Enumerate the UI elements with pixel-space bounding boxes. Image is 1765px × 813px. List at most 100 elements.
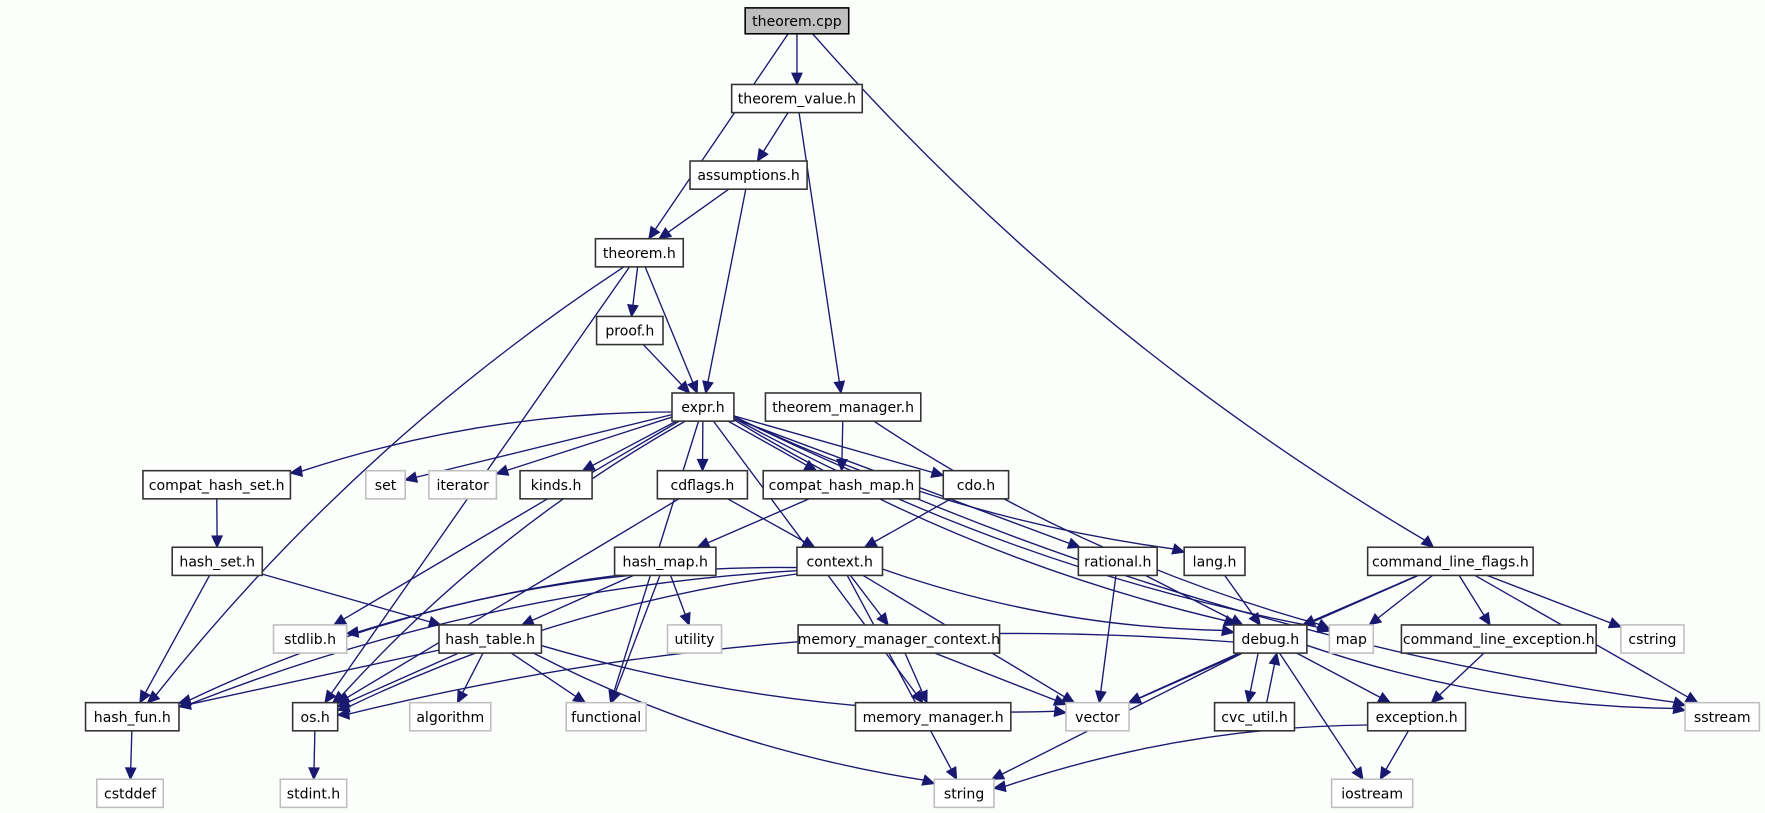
node-hash-table-h[interactable]: hash_table.h (438, 624, 543, 654)
arrowhead-icon (702, 380, 714, 395)
edge-expr_h-to-cdflags_h (696, 421, 709, 473)
node-compat-hash-set-h[interactable]: compat_hash_set.h (142, 469, 292, 500)
node-box (428, 469, 498, 500)
node-label: exception.h (1376, 710, 1458, 726)
node-theorem-value-h[interactable]: theorem_value.h (730, 83, 864, 114)
edge-line (462, 652, 484, 693)
node-debug-h[interactable]: debug.h (1232, 624, 1308, 654)
node-label: iterator (436, 478, 489, 494)
node-proof-h[interactable]: proof.h (595, 315, 664, 346)
arrowhead-icon (990, 768, 1006, 780)
node-box (291, 701, 339, 732)
arrowhead-icon (1052, 694, 1068, 706)
arrowhead-icon (801, 536, 816, 548)
arrowhead-icon (495, 464, 510, 476)
edge-line (873, 420, 1320, 625)
node-hash-map-h[interactable]: hash_map.h (613, 546, 717, 577)
edge-theorem_cpp-to-theorem_h (648, 33, 789, 240)
edge-cdo_h-to-context_h (863, 498, 952, 548)
edge-line (592, 420, 677, 467)
node-cdflags-h[interactable]: cdflags.h (656, 469, 749, 500)
node-theorem-manager-h[interactable]: theorem_manager.h (764, 392, 922, 422)
arrowhead-icon (211, 535, 223, 549)
node-compat-hash-map-h[interactable]: compat_hash_map.h (762, 469, 921, 500)
arrowhead-icon (1268, 651, 1281, 666)
node-cvc-util-h[interactable]: cvc_util.h (1213, 701, 1296, 732)
node-box (689, 160, 808, 190)
node-label: hash_fun.h (94, 710, 171, 726)
arrowhead-icon (324, 689, 337, 704)
node-hash-fun-h[interactable]: hash_fun.h (84, 701, 180, 732)
edge-hash_map_h-to-utility (669, 575, 691, 627)
node-theorem-cpp[interactable]: theorem.cpp (744, 7, 850, 35)
arrowhead-icon (1351, 766, 1364, 781)
arrowhead-icon (332, 613, 348, 626)
arrowhead-icon (658, 227, 673, 240)
node-exception-h[interactable]: exception.h (1366, 701, 1467, 732)
node-label: theorem_manager.h (772, 400, 914, 416)
edge-exception_h-to-iostream (1379, 730, 1410, 781)
node-vector: vector (1065, 701, 1130, 732)
node-cstddef: cstddef (96, 778, 165, 809)
edge-command_line_flags_h-to-command_line_exception_h (1458, 575, 1491, 627)
edge-proof_h-to-expr_h (642, 344, 691, 394)
edge-line (348, 632, 1234, 715)
edge-line (348, 573, 798, 708)
node-assumptions-h[interactable]: assumptions.h (689, 160, 808, 190)
node-stdint-h: stdint.h (279, 778, 348, 809)
node-lang-h[interactable]: lang.h (1183, 546, 1246, 577)
edge-rational_h-to-vector (1094, 575, 1117, 705)
node-os-h[interactable]: os.h (291, 701, 339, 732)
edge-line (733, 417, 1319, 629)
edge-line (1266, 664, 1276, 703)
node-memory-manager-context-h[interactable]: memory_manager_context.h (797, 624, 1001, 654)
edge-line (733, 415, 933, 474)
arrowhead-icon (336, 696, 351, 708)
edge-theorem_value_h-to-assumptions_h (756, 112, 789, 163)
node-label: algorithm (416, 710, 484, 726)
node-command-line-flags-h[interactable]: command_line_flags.h (1366, 546, 1534, 577)
node-command-line-exception-h[interactable]: command_line_exception.h (1400, 624, 1597, 654)
edge-assumptions_h-to-theorem_h (658, 188, 730, 240)
edge-assumptions_h-to-expr_h (702, 189, 747, 395)
edge-hash_table_h-to-os_h (336, 652, 459, 708)
edge-cdflags_h-to-os_h (336, 498, 680, 704)
edge-expr_h-to-iterator (495, 416, 673, 476)
edge-line (727, 498, 805, 543)
node-label: command_line_flags.h (1372, 554, 1529, 570)
node-label: theorem.h (603, 246, 676, 262)
node-theorem-h[interactable]: theorem.h (594, 237, 685, 268)
node-label: stdlib.h (284, 632, 336, 648)
node-map: map (1328, 624, 1375, 654)
node-label: cvc_util.h (1221, 710, 1287, 726)
node-box (1366, 701, 1467, 732)
arrowhead-icon (1379, 766, 1392, 781)
node-kinds-h[interactable]: kinds.h (519, 469, 593, 500)
edge-context_h-to-string (846, 575, 958, 781)
edge-context_h-to-debug_h (882, 568, 1236, 637)
edge-hash_table_h-to-hash_fun_h (177, 649, 440, 710)
node-expr-h[interactable]: expr.h (671, 392, 735, 422)
node-label: stdint.h (287, 786, 340, 802)
node-label: rational.h (1084, 554, 1151, 570)
node-box (797, 624, 1001, 654)
edge-hash_set_h-to-hash_fun_h (139, 575, 211, 704)
node-rational-h[interactable]: rational.h (1077, 546, 1158, 577)
node-context-h[interactable]: context.h (796, 546, 884, 577)
arrowhead-icon (992, 780, 1007, 793)
edge-line (733, 419, 1226, 622)
edge-compat_hash_map_h-to-hash_map_h (696, 498, 810, 548)
node-label: cstring (1628, 632, 1676, 648)
node-memory-manager-h[interactable]: memory_manager.h (854, 701, 1012, 732)
edge-line (812, 33, 1426, 541)
node-cdo-h[interactable]: cdo.h (942, 469, 1010, 500)
node-label: string (944, 786, 984, 802)
arrowhead-icon (1430, 690, 1445, 704)
edge-line (1004, 724, 1368, 788)
arrowhead-icon (687, 379, 699, 395)
node-label: lang.h (1193, 554, 1237, 570)
edge-context_h-to-memory_manager_context_h (849, 574, 889, 627)
arrowhead-icon (1229, 614, 1244, 626)
node-hash-set-h[interactable]: hash_set.h (171, 546, 264, 577)
edge-debug_h-to-os_h (336, 632, 1234, 720)
